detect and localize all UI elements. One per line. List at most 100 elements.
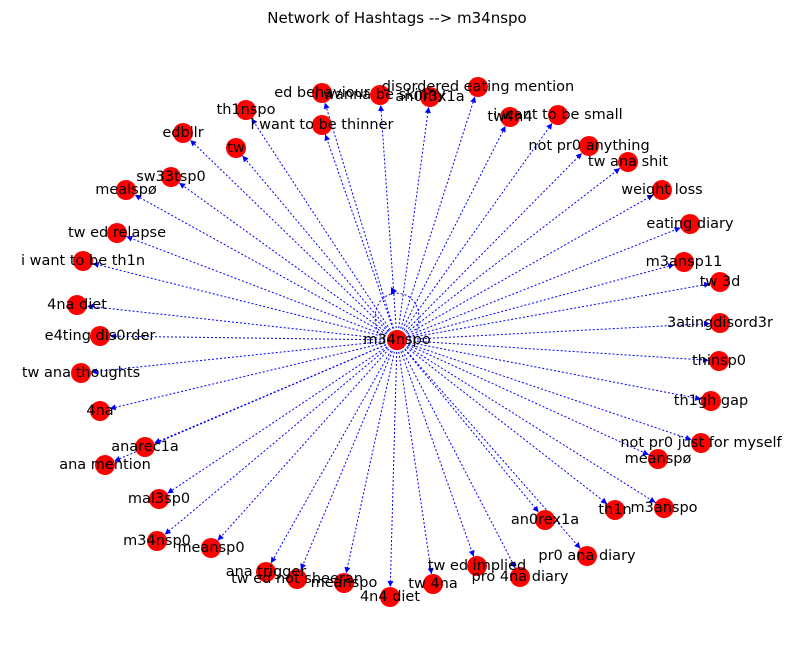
node-pro-4na-diary[interactable]	[510, 567, 530, 587]
node-anarec1a[interactable]	[135, 437, 155, 457]
arrowhead	[648, 496, 656, 503]
arrowhead	[270, 556, 277, 564]
node-label-tw: tw	[227, 140, 245, 156]
node-eating-diary[interactable]	[680, 214, 700, 234]
arrowhead	[532, 505, 539, 513]
edge-to-pro-4na-diary	[396, 339, 516, 569]
node-tw-4na[interactable]	[423, 574, 443, 594]
edge-to-tw-ana-thoughts	[90, 339, 398, 373]
arrowhead	[86, 303, 94, 310]
node-ana-trigger[interactable]	[256, 562, 276, 582]
arrowhead	[387, 580, 394, 588]
node-an0rex1a[interactable]	[535, 510, 555, 530]
node-label-m3anspo: m3anspo	[630, 500, 697, 516]
node-disordered-eating-mention[interactable]	[468, 77, 488, 97]
arrowhead	[217, 534, 224, 541]
node-th1nspo[interactable]	[236, 100, 256, 120]
node-mal3sp0[interactable]	[149, 489, 169, 509]
node-i-want-to-be-th1n[interactable]	[73, 251, 93, 271]
arrowhead	[684, 435, 692, 441]
node-tw-ana-thoughts[interactable]	[71, 363, 91, 383]
arrowhead	[703, 281, 711, 288]
node-m3ansp11[interactable]	[674, 252, 694, 272]
arrowhead	[642, 449, 649, 456]
edge-to-weight-loss	[396, 194, 654, 341]
node-mealsp[interactable]	[116, 180, 136, 200]
node-not-pr0-just-for-myself[interactable]	[691, 433, 711, 453]
node-tw[interactable]	[226, 138, 246, 158]
node-label-i-want-to-be-th1n: i want to be th1n	[21, 253, 145, 269]
node-meansp0[interactable]	[201, 538, 221, 558]
node-tw-ed-relapse[interactable]	[107, 223, 127, 243]
node-meansp[interactable]	[648, 449, 668, 469]
edge-to-m3anspo	[396, 339, 656, 504]
arrowhead	[92, 261, 100, 268]
node-i-want-to-be-small[interactable]	[548, 105, 568, 125]
node-label-weight-loss: weight loss	[621, 182, 703, 198]
node-tw-ed-implied[interactable]	[467, 556, 487, 576]
node-i-wanna-be-skinny[interactable]	[370, 85, 390, 105]
node-meanspo[interactable]	[334, 573, 354, 593]
node-thinsp0[interactable]	[709, 351, 729, 371]
node-ed-behaviour[interactable]	[312, 83, 332, 103]
node-an0r3x1a[interactable]	[420, 87, 440, 107]
node-m34nspo[interactable]	[387, 330, 407, 350]
node-4na[interactable]	[90, 401, 110, 421]
node-label-tw-ana-thoughts: tw ana thoughts	[22, 365, 140, 381]
node-pr0-ana-diary[interactable]	[577, 546, 597, 566]
arrowhead	[109, 333, 117, 340]
node-label-an0rex1a: an0rex1a	[511, 512, 579, 528]
node-not-pr0-anything[interactable]	[579, 136, 599, 156]
node-label-ana-trigger: ana trigger	[226, 564, 307, 580]
node-th1n[interactable]	[605, 500, 625, 520]
node-label-meanspo: meanspo	[311, 575, 378, 591]
arrowhead	[167, 487, 174, 494]
arrowhead	[694, 395, 702, 401]
arrowhead	[324, 134, 331, 142]
node-weight-loss[interactable]	[652, 180, 672, 200]
node-label-m34nspo: m34nspo	[363, 332, 431, 348]
node-ana-mention[interactable]	[95, 455, 115, 475]
node-label-tw-ed-implied: tw ed implied	[428, 558, 526, 574]
arrowhead	[242, 155, 249, 163]
arrowhead	[134, 194, 142, 201]
edge-to-th1nspo	[251, 118, 398, 341]
node-m34nsp0[interactable]	[147, 531, 167, 551]
edge-to-i-want-to-be-thinner	[324, 134, 398, 341]
node-tw-3d[interactable]	[710, 272, 730, 292]
node-label-mal3sp0: mal3sp0	[128, 491, 190, 507]
node-m3anspo[interactable]	[654, 498, 674, 518]
node-th1gh-gap[interactable]	[701, 391, 721, 411]
node-tw-ana-shit[interactable]	[618, 152, 638, 172]
edge-to-anarec1a	[154, 339, 398, 444]
arrowhead	[424, 106, 431, 114]
node-sw33tsp0[interactable]	[161, 167, 181, 187]
arrowhead	[344, 566, 351, 574]
node-label-anarec1a: anarec1a	[111, 439, 179, 455]
arrowhead	[391, 287, 397, 295]
node-3atingdisord3r[interactable]	[710, 313, 730, 333]
node-i-want-to-be-thinner[interactable]	[312, 115, 332, 135]
node-tw-ed-not-sheeran[interactable]	[287, 569, 307, 589]
arrowhead	[674, 227, 681, 233]
arrowhead	[126, 235, 134, 242]
node-4n4-diet[interactable]	[380, 587, 400, 607]
node-label-3atingdisord3r: 3atingdisord3r	[667, 315, 773, 331]
node-label-not-pr0-anything: not pr0 anything	[528, 138, 649, 154]
node-4na-diet[interactable]	[67, 295, 87, 315]
node-edbllr[interactable]	[173, 123, 193, 143]
node-e4ting-dis0rder[interactable]	[90, 326, 110, 346]
node-label-edbllr: edbllr	[162, 125, 203, 141]
edge-to-ana-trigger	[270, 339, 398, 564]
node-label-mealsp: mealspø	[95, 182, 157, 198]
arrowhead	[323, 102, 330, 110]
arrowhead	[154, 437, 161, 444]
node-label-meansp0: meansp0	[177, 540, 244, 556]
edge-to-not-pr0-anything	[396, 152, 583, 341]
edge-to-i-want-to-be-small	[396, 122, 553, 341]
edge-to-meanspo	[345, 339, 398, 574]
diagram-title: Network of Hashtags --> m34nspo	[267, 9, 526, 27]
edge-to-tw-ed-not-sheeran	[300, 339, 398, 570]
node-tw4n4[interactable]	[500, 107, 520, 127]
